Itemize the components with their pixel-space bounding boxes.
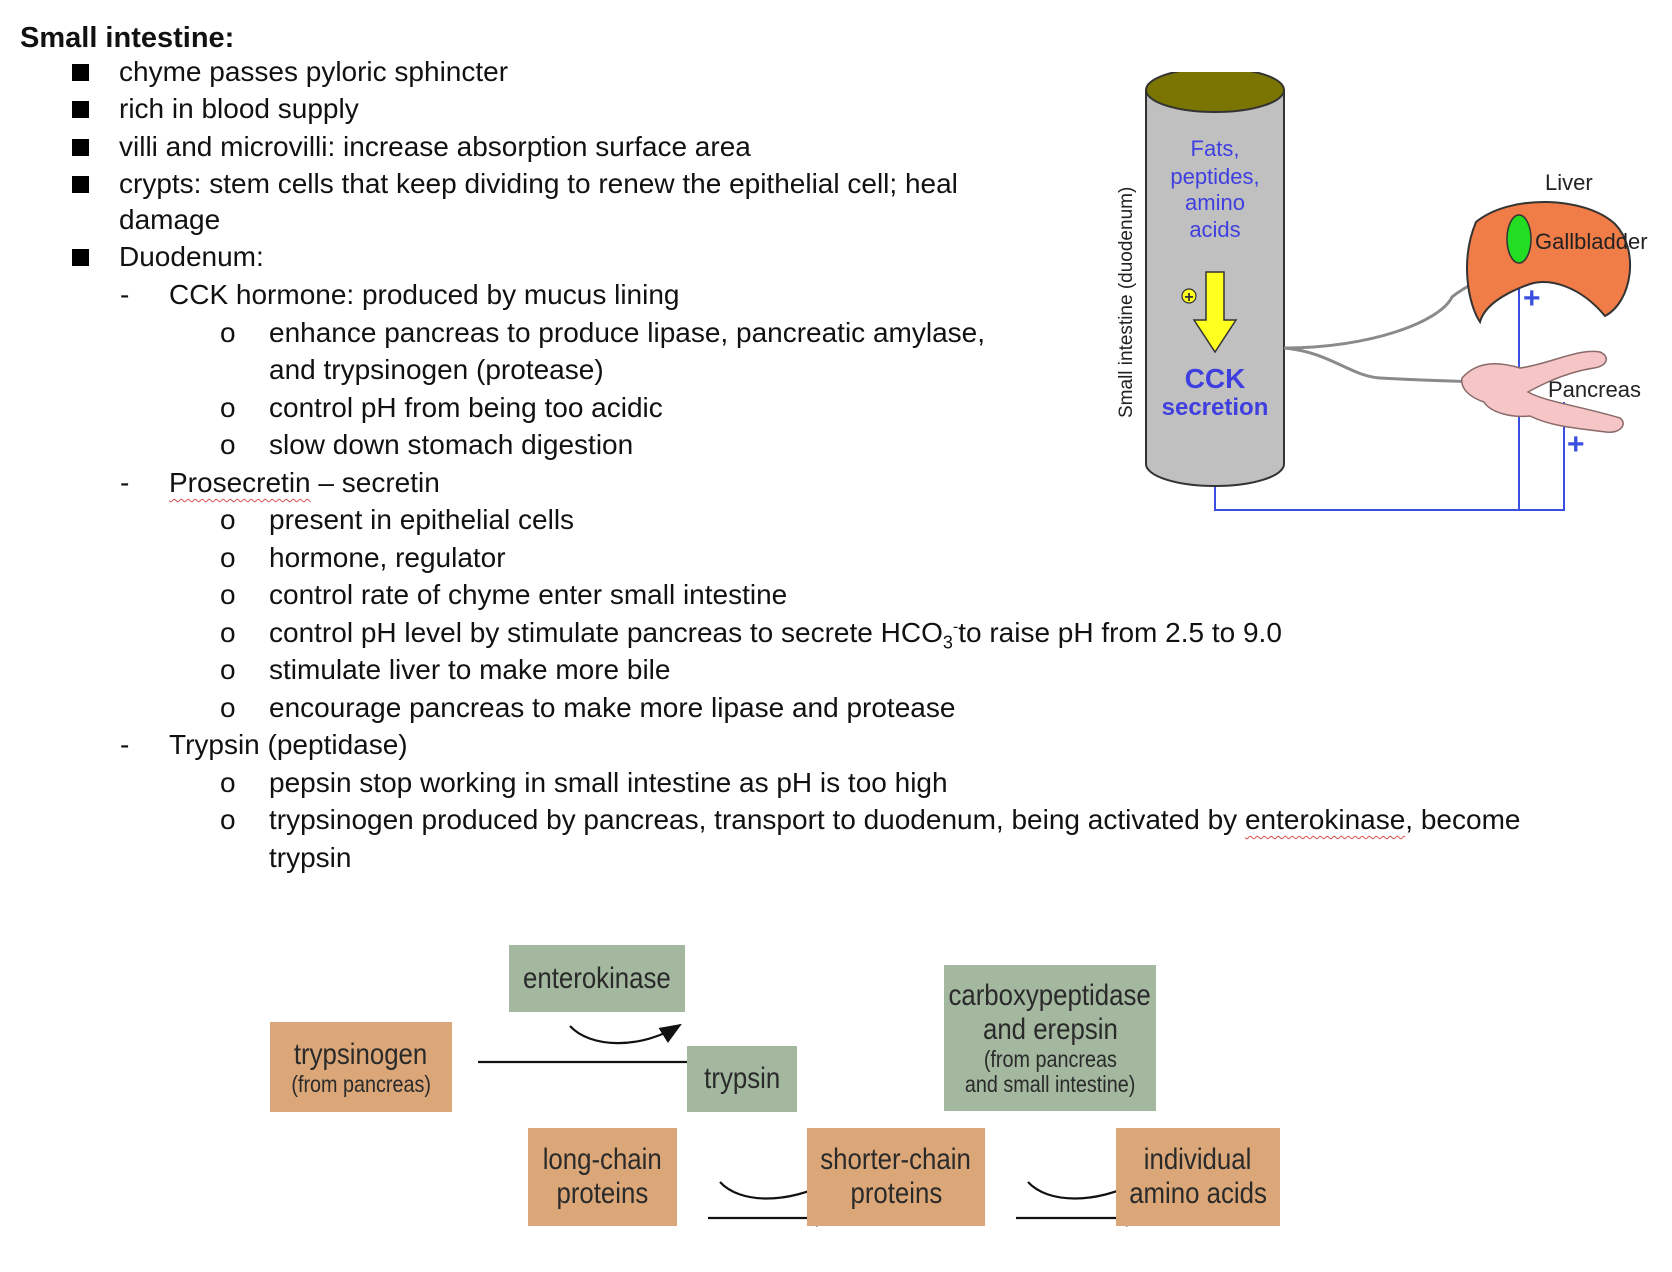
box-label: trypsin bbox=[703, 1062, 780, 1095]
liver-label: Liver bbox=[1545, 170, 1593, 195]
cylinder-top bbox=[1145, 67, 1285, 113]
circle-marker: o bbox=[220, 542, 236, 573]
gallbladder-shape bbox=[1506, 214, 1532, 264]
bullet-square bbox=[72, 101, 89, 118]
dash-marker: - bbox=[120, 729, 130, 760]
trypsinogen-box: trypsinogen (from pancreas) bbox=[270, 1022, 452, 1112]
bullet-square bbox=[72, 139, 89, 156]
box-label: trypsinogen bbox=[294, 1037, 428, 1071]
section-heading: Small intestine: bbox=[20, 22, 235, 54]
box-label: amino acids bbox=[1129, 1177, 1267, 1210]
bullet-square bbox=[72, 64, 89, 81]
secretin-item: present in epithelial cells bbox=[269, 504, 575, 535]
lumen-line: Fats, bbox=[1191, 136, 1240, 161]
secretin-title-rest: – secretin bbox=[310, 467, 440, 498]
box-sublabel: (from pancreas) bbox=[291, 1070, 431, 1097]
amino-acids-box: individual amino acids bbox=[1116, 1128, 1280, 1226]
shorter-chain-box: shorter-chain proteins bbox=[807, 1128, 985, 1226]
secretin-ph-item: control pH level by stimulate pancreas t… bbox=[269, 613, 1282, 653]
pancreas-shape bbox=[1461, 350, 1624, 433]
lumen-line: peptides, bbox=[1170, 164, 1259, 189]
long-chain-box: long-chain proteins bbox=[528, 1128, 677, 1226]
duodenum-figure: Small intestine (duodenum) Fats, peptide… bbox=[1080, 67, 1670, 562]
secretin-item: hormone, regulator bbox=[269, 542, 506, 573]
box-label: and erepsin bbox=[982, 1013, 1118, 1046]
lumen-line: amino bbox=[1185, 190, 1245, 215]
box-label: long-chain bbox=[542, 1143, 663, 1176]
spellcheck-word: enterokinase bbox=[1244, 804, 1406, 835]
cck-item: slow down stomach digestion bbox=[269, 429, 634, 460]
pancreas-label: Pancreas bbox=[1548, 377, 1641, 402]
trypsin-long-item: trypsinogen produced by pancreas, transp… bbox=[269, 800, 1520, 840]
box-label: shorter-chain bbox=[820, 1143, 972, 1176]
secretin-item: stimulate liver to make more bile bbox=[269, 654, 671, 685]
bullet-text: crypts: stem cells that keep dividing to… bbox=[119, 168, 958, 199]
ph-text-b: to raise pH from 2.5 to 9.0 bbox=[958, 617, 1282, 648]
bullet-text: villi and microvilli: increase absorptio… bbox=[119, 131, 751, 162]
cck-item: control pH from being too acidic bbox=[269, 392, 663, 423]
box-label: proteins bbox=[556, 1177, 649, 1210]
dash-marker: - bbox=[120, 467, 130, 498]
circle-marker: o bbox=[220, 504, 236, 535]
circle-marker: o bbox=[220, 429, 236, 460]
circle-marker: o bbox=[220, 392, 236, 423]
trypsin-title: Trypsin (peptidase) bbox=[169, 729, 408, 760]
enterokinase-box: enterokinase bbox=[509, 945, 685, 1012]
secretion-label: secretion bbox=[1162, 394, 1269, 421]
long-text-a: trypsinogen produced by pancreas, transp… bbox=[269, 804, 1245, 835]
bullet-text: chyme passes pyloric sphincter bbox=[119, 56, 509, 87]
box-label: individual bbox=[1144, 1143, 1252, 1176]
plus-marker-text: + bbox=[1184, 289, 1193, 306]
circle-marker: o bbox=[220, 579, 236, 610]
superscript: - bbox=[952, 618, 959, 636]
vertical-label: Small intestine (duodenum) bbox=[1116, 187, 1137, 418]
lumen-line: acids bbox=[1189, 217, 1240, 242]
secretin-item: control rate of chyme enter small intest… bbox=[269, 579, 788, 610]
long-text-b: , become bbox=[1405, 804, 1521, 835]
circle-marker: o bbox=[220, 317, 236, 348]
trypsin-item-continued: trypsin bbox=[269, 842, 352, 873]
circle-marker: o bbox=[220, 692, 236, 723]
down-arrow-icon bbox=[1192, 271, 1238, 354]
notes-section: Small intestine: chyme passes pyloric sp… bbox=[20, 22, 1520, 873]
box-label: proteins bbox=[850, 1177, 942, 1210]
secretin-title: Prosecretin – secretin bbox=[169, 463, 440, 503]
box-label: carboxypeptidase bbox=[948, 979, 1152, 1012]
carboxypeptidase-box: carboxypeptidase and erepsin (from pancr… bbox=[944, 965, 1156, 1111]
bullet-text: rich in blood supply bbox=[119, 93, 359, 124]
bullet-square bbox=[72, 249, 89, 266]
cck-title: CCK hormone: produced by mucus lining bbox=[169, 279, 680, 310]
plus-sign-gallbladder: + bbox=[1523, 282, 1541, 315]
protein-digestion-flowchart: enterokinase trypsinogen (from pancreas)… bbox=[270, 945, 1380, 1270]
liver-shape bbox=[1466, 201, 1631, 325]
dash-marker: - bbox=[120, 279, 130, 310]
plus-marker-icon bbox=[1181, 288, 1197, 304]
spellcheck-word: Prosecretin bbox=[169, 467, 311, 498]
cck-item: enhance pancreas to produce lipase, panc… bbox=[269, 317, 985, 348]
cck-item-continued: and trypsinogen (protease) bbox=[269, 354, 604, 385]
plus-sign-pancreas: + bbox=[1567, 428, 1585, 461]
secretin-item: encourage pancreas to make more lipase a… bbox=[269, 692, 956, 723]
circle-marker: o bbox=[220, 654, 236, 685]
figure-svg: Small intestine (duodenum) Fats, peptide… bbox=[1116, 67, 1648, 511]
box-sublabel: and small intestine) bbox=[964, 1071, 1136, 1097]
box-sublabel: (from pancreas bbox=[983, 1046, 1117, 1072]
bullet-text: Duodenum: bbox=[119, 241, 264, 272]
ph-text-a: control pH level by stimulate pancreas t… bbox=[269, 617, 943, 648]
circle-marker: o bbox=[220, 617, 236, 648]
lumen-text: Fats, peptides, amino acids bbox=[1170, 136, 1259, 242]
bullet-square bbox=[72, 176, 89, 193]
bullet-text-continued: damage bbox=[119, 204, 221, 235]
trypsin-box: trypsin bbox=[687, 1046, 797, 1112]
subscript: 3 bbox=[942, 632, 953, 653]
circle-marker: o bbox=[220, 804, 236, 835]
cck-label: CCK bbox=[1185, 363, 1246, 394]
trypsin-item: pepsin stop working in small intestine a… bbox=[269, 767, 948, 798]
box-label: enterokinase bbox=[523, 961, 671, 995]
circle-marker: o bbox=[220, 767, 236, 798]
gallbladder-label: Gallbladder bbox=[1535, 229, 1648, 254]
curved-arrow-enterokinase bbox=[569, 1023, 682, 1045]
